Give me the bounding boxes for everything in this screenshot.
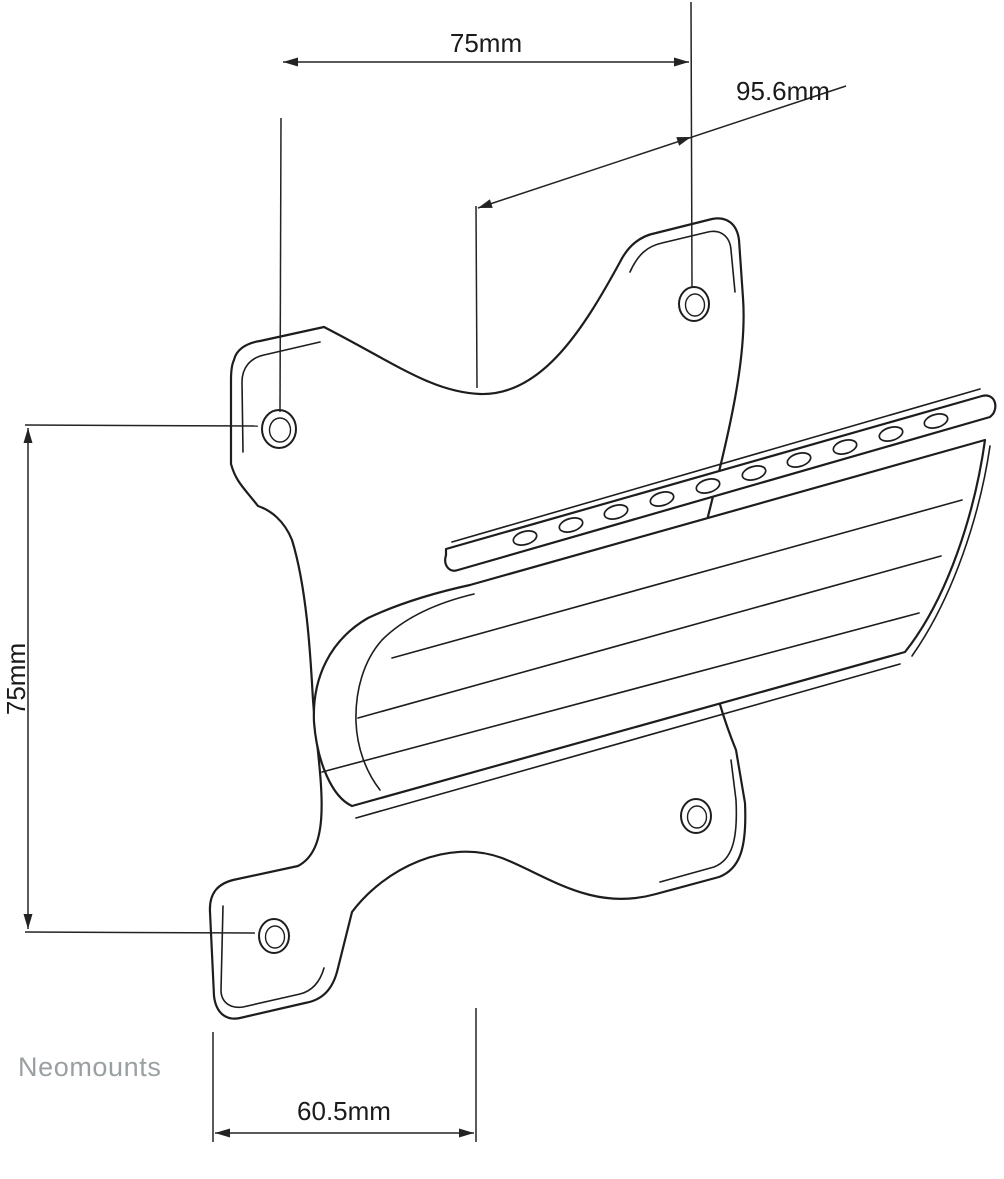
extension-line [24,931,256,934]
dim-label-top-width: 75mm [450,28,522,58]
hole-inner [684,293,706,317]
extension-line [279,117,282,413]
dim-label-bottom-depth: 60.5mm [297,1096,391,1126]
extension-line [24,424,259,427]
arrowhead-bottom [23,914,33,929]
rail-channel [312,388,997,819]
hole-inner [264,925,286,949]
arrowhead-right [676,137,691,146]
plate-edge-thickness-top-left [241,341,321,453]
arrowhead-right [674,57,689,67]
plate-edge-thickness-bottom-right [659,759,738,883]
plate-edge-thickness-bottom-left [220,905,325,1009]
rail-hole [832,439,858,455]
arrowhead-left [283,57,298,67]
rail-hole-row [512,413,949,546]
dimension-left-height: 75mm [1,424,259,934]
dim-label-left-height: 75mm [1,643,31,715]
arrowhead-left [215,1128,230,1138]
dimension-top-width: 75mm [279,1,693,413]
rail-hole [649,491,675,507]
mounting-hole-bottom-right [680,798,712,834]
rail-fold-line-2 [357,555,942,719]
rail-bottom-flange-edge [355,663,901,819]
dimension-depth: 95.6mm [475,76,847,389]
arrowhead-right [459,1128,474,1138]
rail-hole [786,452,812,468]
plate-edge-thickness-top-right [629,230,736,293]
rail-fold-line-3 [321,612,920,773]
arrowhead-left [478,199,493,208]
mounting-hole-top-left [261,409,297,449]
rail-hole [878,426,904,442]
rail-hole [923,413,949,429]
dim-label-depth: 95.6mm [736,76,830,106]
dimension-bottom-depth: 60.5mm [212,1008,477,1142]
hole-inner [686,805,708,829]
rail-right-edge-thickness [911,445,991,657]
rail-top-flange-thickness [451,388,981,543]
mounting-hole-top-right [678,286,710,322]
rail-hole [603,504,629,520]
extension-line [475,205,478,389]
brand-wordmark: Neomounts [18,1052,161,1082]
rail-left-transition-curve [355,593,475,791]
rail-front-face [312,438,987,808]
extension-line [690,1,693,289]
mounting-hole-bottom-left [258,918,290,954]
rail-hole [695,478,721,494]
hole-inner [268,417,292,443]
dimension-line [477,85,847,209]
arrowhead-top [23,428,33,443]
rail-hole [741,465,767,481]
rail-fold-line-1 [391,499,963,659]
rail-hole [512,530,538,546]
rail-hole [558,517,584,533]
